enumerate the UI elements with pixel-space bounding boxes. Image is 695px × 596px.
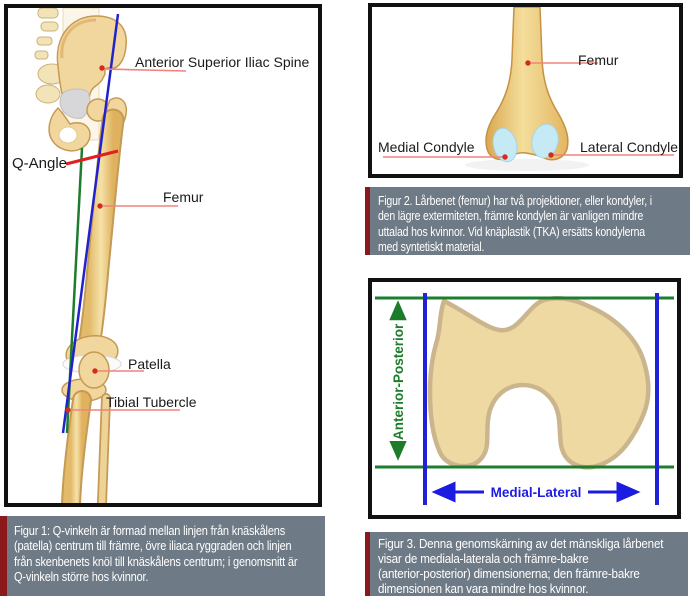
femur-label: Femur <box>163 189 204 205</box>
figure3-caption: Figur 3. Denna genomskärning av det mäns… <box>365 532 688 596</box>
asis-marker-dot <box>99 65 105 71</box>
lateral-condyle-shape <box>531 123 559 159</box>
cartilage-patch <box>59 88 91 119</box>
figure3-cross-section-illustration: Anterior-Posterior Medial-Lateral <box>375 293 674 505</box>
figure1-caption-text: Figur 1: Q-vinkeln är formad mellan linj… <box>14 524 298 586</box>
vertebra-process <box>37 8 59 19</box>
caption-accent-bar <box>365 187 370 255</box>
obturator-foramen <box>58 126 78 144</box>
caption-accent-bar <box>365 532 370 596</box>
vertebra-process <box>36 36 53 46</box>
caption-line: dimensionen kan vara mindre hos kvinnor. <box>378 582 589 596</box>
distal-femur-bone <box>485 7 569 161</box>
femur-marker-dot <box>97 203 103 209</box>
figure2-caption-text: Figur 2. Lårbenet (femur) har två projek… <box>378 194 652 255</box>
caption-line: Figur 2. Lårbenet (femur) har två projek… <box>378 194 652 208</box>
figure2-femur-illustration: Femur Medial Condyle Lateral Condyle <box>378 7 678 171</box>
caption-line: Figur 3. Denna genomskärning av det mäns… <box>378 537 664 551</box>
marker-dots <box>65 65 105 413</box>
anterior-posterior-label: Anterior-Posterior <box>391 323 406 440</box>
medial-condyle-label: Medial Condyle <box>378 139 475 155</box>
caption-line: uttalad hos kvinnor. Vid knäplastik (TKA… <box>378 224 645 239</box>
leader-lines <box>71 68 187 411</box>
tibial-tubercle-marker-dot <box>65 407 71 413</box>
asis-leader-line <box>103 68 187 72</box>
caption-line: den lägre extermiteten, främre kondylen … <box>378 209 644 224</box>
figure1-panel: Anterior Superior Iliac Spine Q-Angle Fe… <box>4 4 322 507</box>
femur-label: Femur <box>578 52 619 68</box>
figure3-caption-text: Figur 3. Denna genomskärning av det mäns… <box>378 537 663 596</box>
fibula-bone <box>98 394 110 503</box>
patella-label: Patella <box>128 356 171 372</box>
caption-line: med syntetiskt material. <box>378 240 485 255</box>
caption-line: Q-vinkeln större hos kvinnor. <box>14 570 149 585</box>
vertebra-process <box>40 21 59 32</box>
medial-condyle-marker-dot <box>502 154 508 160</box>
caption-line: visar de mediala-laterala och främre-bak… <box>378 552 589 566</box>
medial-condyle-shape <box>492 127 518 163</box>
pelvis-illustration <box>48 15 127 152</box>
femur-marker-dot <box>525 60 531 66</box>
lower-leg-illustration <box>61 351 122 503</box>
vertebra-process <box>34 50 49 60</box>
figure1-caption: Figur 1: Q-vinkeln är formad mellan linj… <box>0 516 325 596</box>
asis-label: Anterior Superior Iliac Spine <box>135 54 310 70</box>
caption-line: (anterior-posterior) dimensionerna; den … <box>378 567 640 581</box>
blue-asis-line <box>61 13 120 434</box>
figure2-caption: Figur 2. Lårbenet (femur) har två projek… <box>365 187 690 255</box>
caption-line: från skenbenets knöl till knäskålens cen… <box>14 554 298 569</box>
marker-dots <box>502 60 554 160</box>
figure2-panel: Femur Medial Condyle Lateral Condyle <box>368 3 683 178</box>
figure3-panel: Anterior-Posterior Medial-Lateral <box>368 278 681 519</box>
lateral-condyle-label: Lateral Condyle <box>580 139 678 155</box>
femur-cross-section-shape <box>427 296 651 470</box>
q-angle-indicator-line <box>65 149 119 166</box>
caption-line: Figur 1: Q-vinkeln är formad mellan linj… <box>14 524 286 538</box>
figure1-leg-illustration: Anterior Superior Iliac Spine Q-Angle Fe… <box>12 8 310 503</box>
q-angle-label: Q-Angle <box>12 155 67 172</box>
caption-accent-bar <box>0 516 7 596</box>
patella-marker-dot <box>92 368 98 374</box>
caption-line: (patella) centrum till främre, övre ilia… <box>14 539 292 554</box>
bone-shadow <box>465 159 589 171</box>
leader-lines <box>383 62 674 158</box>
lateral-condyle-marker-dot <box>548 152 554 158</box>
tibial-tubercle-label: Tibial Tubercle <box>106 394 197 410</box>
medial-lateral-label: Medial-Lateral <box>491 485 582 500</box>
